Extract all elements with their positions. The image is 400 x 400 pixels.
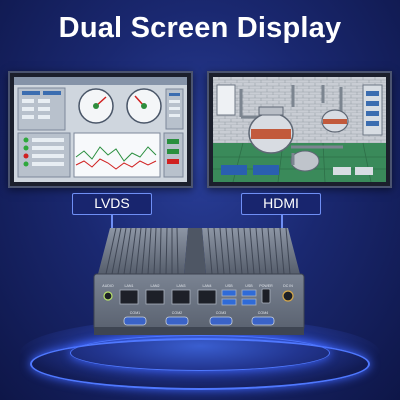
scada-gauge-screen xyxy=(14,77,187,182)
lan3-port xyxy=(171,289,191,305)
left-monitor xyxy=(8,71,193,188)
power-button xyxy=(261,288,271,304)
com3-label: COM3 xyxy=(216,311,226,315)
usb-port-1a xyxy=(221,289,237,297)
audio-label: AUDIO xyxy=(102,284,114,288)
right-monitor xyxy=(207,71,392,188)
lvds-connector-line xyxy=(111,215,113,229)
dc-in-label: DC IN xyxy=(283,284,293,288)
lvds-label: LVDS xyxy=(72,193,152,215)
lan2-label: LAN2 xyxy=(151,284,160,288)
mini-pc-device: AUDIO LAN1 LAN2 LAN3 LAN4 USB USB POWER … xyxy=(88,222,310,342)
com1-label: COM1 xyxy=(130,311,140,315)
com2-label: COM2 xyxy=(172,311,182,315)
dc-in-jack xyxy=(282,290,294,302)
usb1-label: USB xyxy=(225,284,233,288)
com2-port xyxy=(165,316,189,326)
power-label: POWER xyxy=(259,284,273,288)
hdmi-connector-line xyxy=(281,215,283,229)
lan4-label: LAN4 xyxy=(203,284,212,288)
scada-gauge-illustration xyxy=(14,77,187,178)
lan4-port xyxy=(197,289,217,305)
stage-ring-inner xyxy=(70,335,330,371)
page-title: Dual Screen Display xyxy=(58,12,342,44)
audio-jack xyxy=(103,291,113,301)
lan1-label: LAN1 xyxy=(125,284,134,288)
com4-label: COM4 xyxy=(258,311,268,315)
com4-port xyxy=(251,316,275,326)
device-body-svg: AUDIO LAN1 LAN2 LAN3 LAN4 USB USB POWER … xyxy=(93,227,305,335)
usb-port-2a xyxy=(241,289,257,297)
plant-process-screen xyxy=(213,77,386,182)
lan1-port xyxy=(119,289,139,305)
usb2-label: USB xyxy=(245,284,253,288)
com3-port xyxy=(209,316,233,326)
hdmi-label: HDMI xyxy=(241,193,321,215)
usb-port-1b xyxy=(221,298,237,306)
plant-process-illustration xyxy=(213,77,386,182)
com1-port xyxy=(123,316,147,326)
usb-port-2b xyxy=(241,298,257,306)
lan2-port xyxy=(145,289,165,305)
lan3-label: LAN3 xyxy=(177,284,186,288)
